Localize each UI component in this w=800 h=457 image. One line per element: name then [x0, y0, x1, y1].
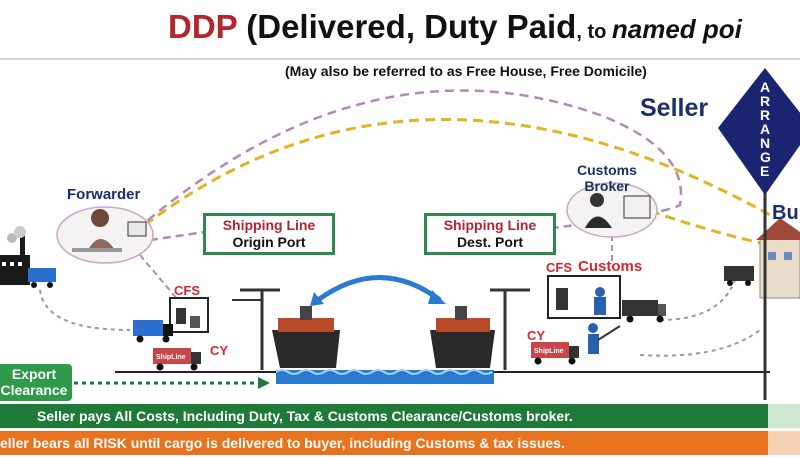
- origin-ship: [272, 306, 340, 368]
- customs-broker-label: Customs Broker: [577, 162, 637, 194]
- origin-box-line1: Shipping Line: [222, 217, 316, 233]
- path-right-buyer: [659, 279, 736, 321]
- title-to: , to: [576, 21, 612, 43]
- origin-port-box: Shipping Line Origin Port: [203, 213, 335, 255]
- dest-ship: [430, 306, 495, 368]
- title-main: (Delivered, Duty Paid: [237, 8, 577, 45]
- dest-box-line1: Shipping Line: [443, 217, 537, 233]
- path-factory-truck: [39, 289, 131, 331]
- factory-icon: [0, 226, 56, 288]
- arrange-letter-6: G: [760, 149, 771, 165]
- cost-bar-end: [768, 404, 800, 428]
- export-arrowhead: [258, 377, 270, 389]
- title-ddp: DDP: [168, 8, 238, 45]
- truck-right-label: ShipLine: [534, 348, 564, 355]
- export-clearance-box: Export Clearance: [0, 364, 72, 401]
- truck-buyer: [724, 266, 754, 286]
- customs-warehouse-right: [547, 275, 621, 319]
- arrange-letter-3: R: [760, 107, 770, 123]
- sea-route-arrowhead-right: [428, 290, 446, 304]
- customs-broker-figure: [566, 182, 658, 238]
- seller-label: Seller: [640, 94, 709, 122]
- dest-box-line2: Dest. Port: [456, 234, 524, 250]
- truck-right-shipline: [531, 342, 579, 365]
- arrange-letter-5: N: [760, 135, 770, 151]
- sea-route-arrow: [316, 275, 442, 303]
- truck-left-shipline: [153, 348, 201, 371]
- arc-yellow-forwarder-seller: [119, 117, 771, 247]
- customs-label: Customs: [578, 258, 643, 275]
- origin-box-line2: Origin Port: [232, 234, 306, 250]
- forwarder-label: Forwarder: [67, 186, 141, 203]
- path-forwarder-cfs: [139, 254, 179, 301]
- export-line1: Export: [11, 366, 57, 382]
- arrange-letter-2: R: [760, 93, 770, 109]
- risk-bar-end: [768, 431, 800, 455]
- truck-left-label: ShipLine: [156, 354, 186, 361]
- cy-right-label: CY: [527, 328, 546, 343]
- arc-purple-forwarder-origin: [149, 230, 206, 242]
- path-bottom-right: [639, 329, 761, 357]
- cfs-warehouse-left: [169, 297, 209, 333]
- risk-bar: eller bears all RISK until cargo is deli…: [0, 431, 768, 455]
- subtitle: (May also be referred to as Free House, …: [285, 63, 647, 79]
- dest-port-box: Shipping Line Dest. Port: [424, 213, 556, 255]
- truck-right: [622, 300, 666, 323]
- arrange-diamond: [718, 68, 800, 195]
- truck-left-blue: [133, 320, 173, 343]
- origin-crane: [232, 288, 280, 370]
- page-title: DDP (Delivered, Duty Paid, to named poi: [168, 8, 742, 46]
- arrange-letter-4: A: [760, 121, 770, 137]
- customs-officer: [588, 323, 621, 354]
- customs-broker-line1: Customs: [577, 162, 637, 178]
- cost-bar: Seller pays All Costs, Including Duty, T…: [0, 404, 768, 428]
- arrange-letter-1: A: [760, 79, 770, 95]
- title-named: named poi: [611, 14, 742, 44]
- arc-purple-forwarder-broker: [124, 89, 683, 241]
- buyer-label: Bu: [772, 202, 799, 224]
- export-line2: Clearance: [0, 382, 68, 398]
- dest-crane: [490, 288, 530, 370]
- cfs-left-label: CFS: [174, 283, 200, 298]
- title-bar: [0, 0, 800, 60]
- buyer-building: [756, 218, 800, 299]
- forwarder-figure: [56, 206, 154, 264]
- arc-purple-dest-broker: [524, 223, 576, 234]
- cy-left-label: CY: [210, 343, 229, 358]
- cfs-right-label: CFS: [546, 260, 572, 275]
- sea-route-arrowhead-left: [310, 292, 324, 306]
- arrange-letter-7: E: [760, 163, 769, 179]
- customs-broker-line2: Broker: [584, 178, 630, 194]
